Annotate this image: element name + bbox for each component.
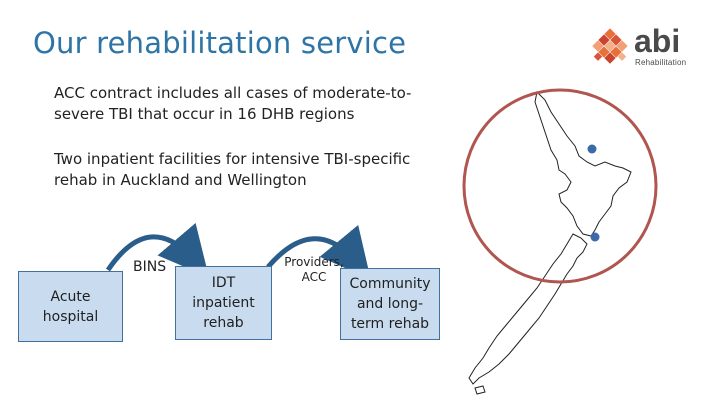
box-idt-inpatient-rehab: IDT inpatient rehab [175,266,272,340]
box-community-rehab: Community and long-term rehab [340,268,440,340]
location-dot-icon [587,144,597,154]
slide-title: Our rehabilitation service [33,26,407,60]
box-community-label: Community and long-term rehab [349,276,431,332]
arrow-bins [105,222,209,278]
diamond-grid-logo-icon [592,28,628,64]
logo-subtitle: Rehabilitation [635,58,687,67]
abi-logo: abi Rehabilitation [586,23,696,75]
box-acute-hospital-label: Acute hospital [42,288,99,325]
box-acute-hospital: Acute hospital [18,271,123,342]
location-dot-icon [590,232,600,242]
arrow-label-providers: Providers, ACC [284,255,344,284]
logo-wordmark: abi [634,23,681,59]
arrow-providers [266,224,371,280]
new-zealand-map-icon [462,88,658,395]
facilities-paragraph: Two inpatient facilities for intensive T… [54,150,411,189]
contract-paragraph: ACC contract includes all cases of moder… [54,84,412,123]
arrow-label-bins: BINS [133,259,167,275]
highlight-circle [462,88,658,284]
box-idt-label: IDT inpatient rehab [192,275,255,331]
